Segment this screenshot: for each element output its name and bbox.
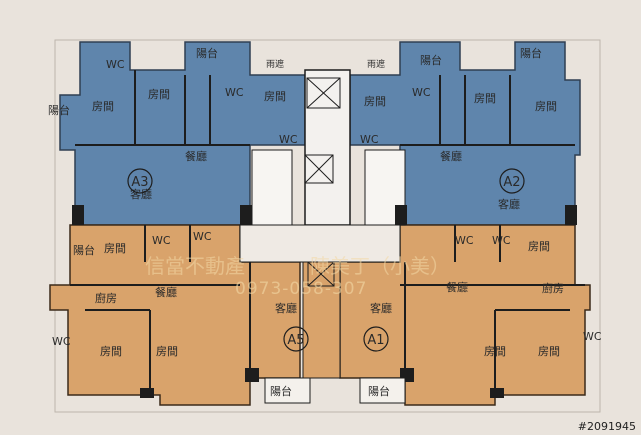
elevator: [304, 154, 334, 184]
room-label: 房間: [104, 242, 126, 255]
balcony-label: 陽台: [270, 384, 292, 398]
unit-marker-a5: A5: [287, 333, 304, 348]
wc-label: WC: [455, 234, 474, 247]
room-label: 房間: [538, 345, 560, 358]
living-label: 客廳: [275, 301, 297, 315]
room-label: 房間: [100, 345, 122, 358]
interior-walls: [70, 70, 585, 395]
watermark-id: #2091945: [578, 420, 636, 433]
paper-border: [54, 39, 601, 413]
elevator: [307, 261, 335, 287]
unit-marker-a2: A2: [503, 175, 520, 190]
wc-label: WC: [360, 133, 379, 146]
wc-label: WC: [152, 234, 171, 247]
balcony-label: 陽台: [368, 384, 390, 398]
wc-label: WC: [492, 234, 511, 247]
unit-markers: A3 A2 A5 A1: [127, 168, 525, 352]
wc-label: WC: [106, 58, 125, 71]
stair-left: [251, 149, 293, 226]
lower-units: [49, 224, 591, 406]
dining-label: 餐廳: [446, 280, 468, 294]
kitchen-label: 廚房: [95, 291, 117, 305]
central-core: [239, 69, 406, 379]
canopy-label: 雨遮: [266, 58, 284, 70]
wc-label: WC: [583, 330, 602, 343]
elevator: [306, 77, 341, 109]
room-label: 房間: [364, 95, 386, 108]
room-label: 房間: [484, 345, 506, 358]
balconies: [264, 377, 406, 404]
living-label: 客廳: [370, 301, 392, 315]
room-label: 房間: [535, 100, 557, 113]
dining-label: 餐廳: [440, 149, 462, 163]
room-label: 房間: [148, 88, 170, 101]
dining-label: 餐廳: [155, 285, 177, 299]
agency-name: 信當不動產: [145, 254, 245, 278]
room-label: 房間: [264, 90, 286, 103]
agent-name: 陳美丁（小美）: [310, 254, 450, 278]
room-label: 房間: [156, 345, 178, 358]
dining-label: 餐廳: [185, 149, 207, 163]
kitchen-label: 廚房: [542, 281, 564, 295]
balcony-label: 陽台: [48, 103, 70, 117]
wc-label: WC: [193, 230, 212, 243]
unit-marker-a1: A1: [367, 333, 384, 348]
agent-overlay: 信當不動產 陳美丁（小美） 0973-058-307: [145, 254, 450, 299]
room-label: 房間: [528, 240, 550, 253]
unit-marker-a3: A3: [131, 175, 148, 190]
balcony-label: 陽台: [420, 53, 442, 67]
room-label: 房間: [92, 100, 114, 113]
canopy-label: 雨遮: [367, 58, 385, 70]
wc-label: WC: [279, 133, 298, 146]
room-label: 房間: [474, 92, 496, 105]
wc-label: WC: [412, 86, 431, 99]
agent-phone: 0973-058-307: [235, 279, 367, 299]
balcony-label: 陽台: [73, 243, 95, 257]
wc-label: WC: [225, 86, 244, 99]
balcony-label: 陽台: [196, 46, 218, 60]
balcony-label: 陽台: [520, 46, 542, 60]
columns: [72, 205, 577, 398]
wc-label: WC: [52, 335, 71, 348]
living-label: 客廳: [498, 197, 520, 211]
